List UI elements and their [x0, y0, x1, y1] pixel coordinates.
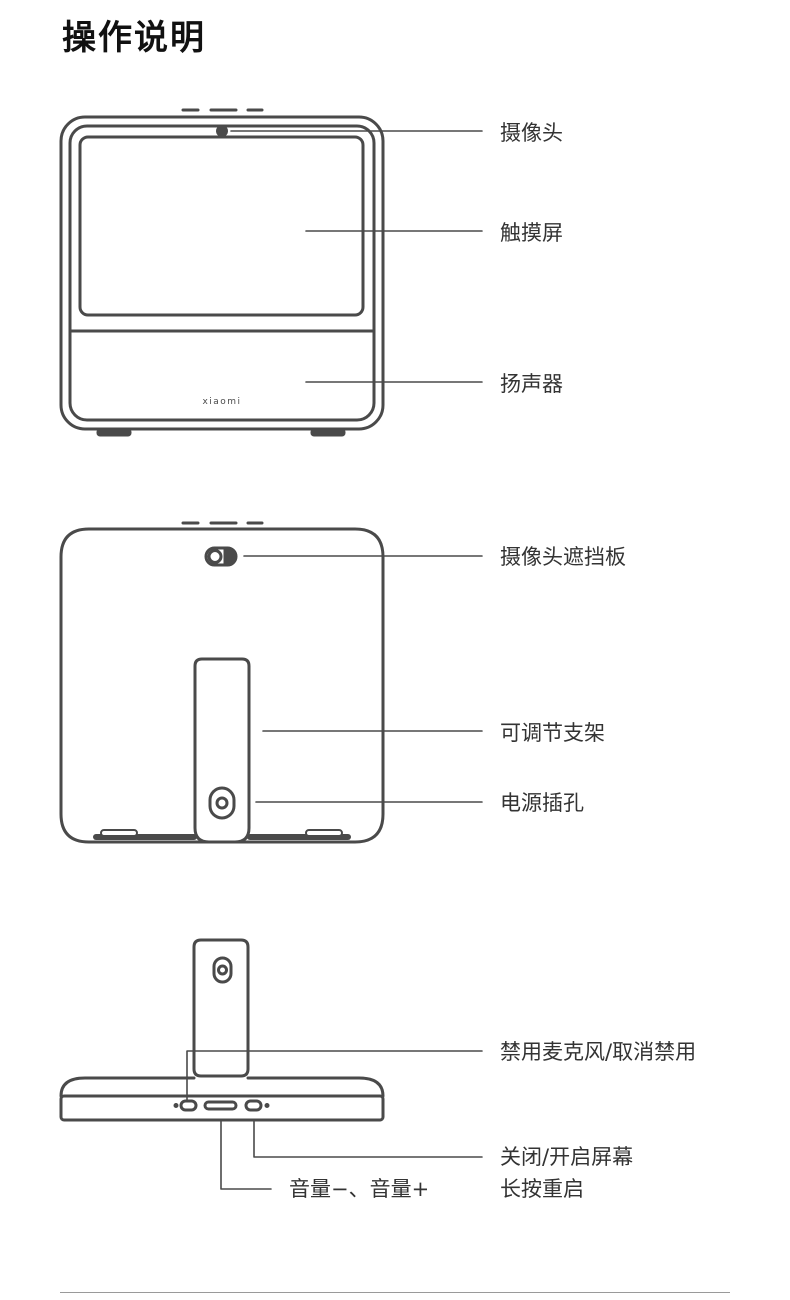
label-adjustable-stand: 可调节支架: [500, 721, 605, 745]
label-speaker: 扬声器: [500, 372, 563, 396]
front-view: [59, 108, 483, 437]
bottom-divider: [60, 1292, 730, 1293]
label-long-press-restart: 长按重启: [500, 1177, 584, 1201]
volume-button: [203, 1100, 238, 1111]
adjustable-stand: [193, 657, 251, 844]
power-button: [244, 1099, 263, 1112]
brand-logo-text: xiaomi: [202, 397, 241, 407]
top-body: [59, 1094, 385, 1122]
mic-dot-a: [173, 1103, 179, 1108]
stand-top: [192, 938, 250, 1078]
leader-volume: [220, 1120, 272, 1190]
camera-lens: [216, 125, 228, 137]
power-port-inner: [215, 796, 229, 810]
camera-shutter-knob-left: [207, 549, 223, 564]
front-body-outer: [59, 115, 385, 431]
leader-screen-toggle: [253, 1120, 483, 1158]
touchscreen: [78, 135, 365, 317]
leader-mic: [186, 1050, 483, 1102]
power-port-outer: [208, 786, 236, 820]
back-foot-right: [305, 829, 343, 837]
front-foot-right: [310, 428, 346, 437]
label-camera: 摄像头: [500, 121, 563, 145]
top-view: [59, 938, 483, 1190]
camera-shutter-knob-right: [223, 547, 237, 566]
front-foot-left: [96, 428, 132, 437]
stand-port-top-inner: [217, 964, 228, 976]
label-camera-shutter: 摄像头遮挡板: [500, 545, 626, 569]
label-screen-toggle: 关闭/开启屏幕: [500, 1145, 634, 1169]
power-dot-a: [264, 1103, 270, 1108]
label-touchscreen: 触摸屏: [500, 221, 563, 245]
front-body-inner: [68, 124, 376, 422]
mic-button: [179, 1099, 198, 1112]
back-body: [59, 527, 385, 844]
back-view: [59, 521, 483, 844]
top-body-curve: [59, 1076, 385, 1098]
stand-port-top: [212, 956, 233, 984]
back-foot-left: [100, 829, 138, 837]
page-title: 操作说明: [62, 18, 206, 58]
label-volume-buttons: 音量−、音量+: [289, 1177, 430, 1201]
label-mic-toggle: 禁用麦克风/取消禁用: [500, 1040, 697, 1064]
label-power-port: 电源插孔: [500, 791, 584, 815]
